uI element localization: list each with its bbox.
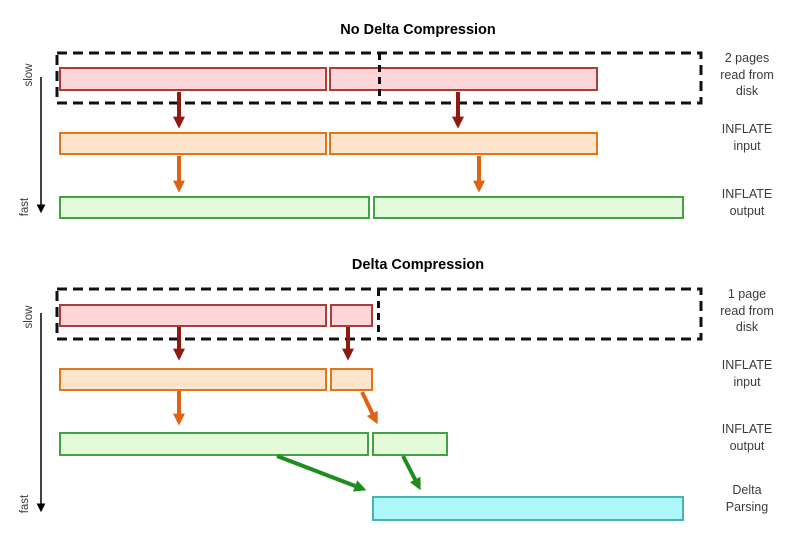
bottom-inflate-output-label: INFLATE output (721, 422, 773, 453)
bottom-axis-slow-label: slow (23, 305, 35, 329)
bottom-inflate-output-bar-2 (372, 432, 448, 456)
top-disk-label: 2 pages read from disk (720, 51, 774, 98)
bottom-input-to-output-arrow-2 (360, 391, 378, 425)
top-inflate-output-bar-1 (59, 196, 370, 219)
bottom-inflate-input-label: INFLATE input (721, 358, 773, 389)
top-inflate-output-bar-2 (373, 196, 684, 219)
bottom-disk-compressed-bar-1 (59, 304, 327, 327)
bottom-output-to-delta-arrow-2 (401, 455, 421, 491)
bottom-axis-fast-label: fast (19, 494, 31, 514)
bottom-disk-label: 1 page read from disk (720, 287, 774, 334)
bottom-disk-compressed-bar-2 (330, 304, 373, 327)
top-inflate-output-label: INFLATE output (721, 187, 773, 218)
top-disk-compressed-bar-1 (59, 67, 327, 91)
bottom-inflate-input-bar-1 (59, 368, 327, 391)
bottom-delta-parsing-label: Delta Parsing (725, 483, 769, 514)
bottom-delta-parsing-bar (372, 496, 684, 521)
bottom-inflate-output-bar-1 (59, 432, 369, 456)
top-inflate-input-label: INFLATE input (721, 122, 773, 153)
top-inflate-input-bar-1 (59, 132, 327, 155)
bottom-output-to-delta-arrow-1 (276, 454, 367, 492)
bottom-inflate-input-bar-2 (330, 368, 373, 391)
top-axis-fast-label: fast (19, 197, 31, 217)
top-inflate-input-bar-2 (329, 132, 598, 155)
bottom-title: Delta Compression (351, 257, 485, 273)
top-axis-slow-label: slow (23, 63, 35, 87)
top-disk-compressed-bar-2 (329, 67, 598, 91)
top-title: No Delta Compression (340, 22, 496, 38)
